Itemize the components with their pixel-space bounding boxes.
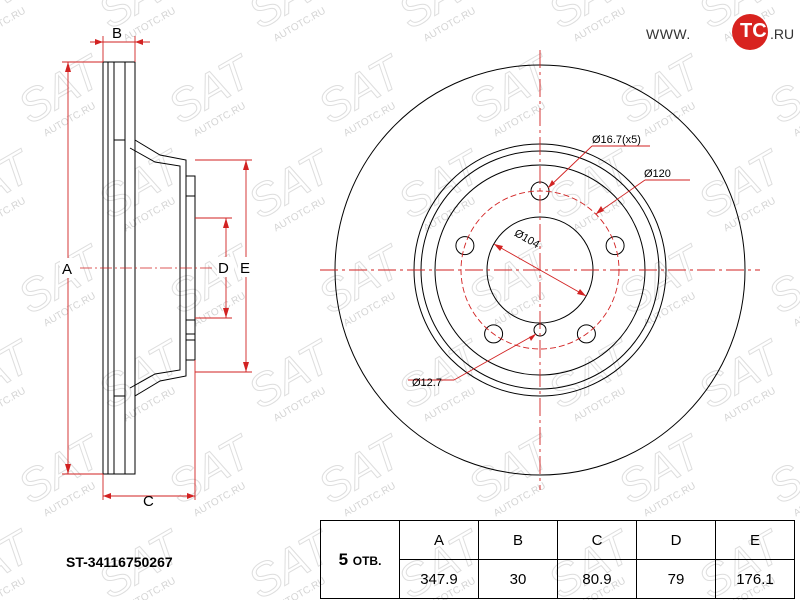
spec-header-d: D (636, 520, 716, 560)
dim-d-label: D (218, 260, 229, 277)
bore-dim-line (493, 243, 587, 297)
dim-d-arrow-bottom (223, 308, 229, 318)
pin-hole-leader (453, 333, 537, 381)
side-view (80, 61, 215, 475)
dim-d-arrow-top (223, 218, 229, 228)
dim-b-arrow-right (135, 39, 143, 45)
spec-header-e: E (715, 520, 795, 560)
dim-e-arrow-bottom (243, 362, 249, 372)
dim-a-label-bg (60, 258, 76, 278)
watermark-brand: SAT (759, 44, 800, 134)
dim-e-arrow-top (243, 160, 249, 170)
bolt-circle (460, 190, 620, 350)
side-stud (185, 319, 196, 335)
bolt-hole (605, 236, 625, 256)
side-dimension-arrows (65, 39, 249, 499)
dim-c-label: C (143, 493, 154, 510)
bolt-hole-leader (547, 145, 593, 189)
spec-header-a: A (399, 520, 479, 560)
bolt-circle-leader (595, 179, 646, 215)
bolt-hole (484, 324, 504, 344)
part-number: ST-34116750267 (66, 554, 173, 570)
spec-value-a: 347.9 (399, 559, 479, 599)
dim-b-arrow-left (95, 39, 103, 45)
front-dimension-arrows (494, 180, 604, 341)
bolt-hole (576, 324, 596, 344)
autotc-logo: WWW. TC .RU (628, 14, 798, 54)
bolt-hole-arrow (548, 180, 555, 188)
spec-header-c: C (557, 520, 637, 560)
logo-prefix: WWW. (646, 26, 691, 42)
pin-hole-label: Ø12.7 (412, 377, 442, 389)
dim-a-arrow-top (65, 62, 71, 72)
front-dimensions (320, 50, 760, 490)
dim-e-label-bg (238, 257, 255, 277)
holes-cell: 5 ОТВ. (320, 520, 400, 599)
dim-a-label: A (62, 261, 72, 278)
watermark-brand: SAT (759, 234, 800, 324)
spec-value-row: 347.9 30 80.9 79 176.1 (321, 559, 795, 599)
spec-table: 5 ОТВ. A B C D E 347.9 30 80.9 79 176.1 (320, 520, 795, 599)
spec-value-c: 80.9 (557, 559, 637, 599)
spec-header-b: B (478, 520, 558, 560)
spec-value-e: 176.1 (715, 559, 795, 599)
bolt-hole (455, 236, 475, 256)
dim-b-label: B (112, 25, 122, 42)
watermark-brand: SAT (759, 424, 800, 514)
bolt-circle-arrow (596, 206, 604, 214)
dim-e-label: E (240, 260, 250, 277)
spec-header-row: 5 ОТВ. A B C D E (320, 520, 795, 599)
bolt-hole-label: Ø16.7(x5) (592, 134, 641, 146)
logo-suffix: .RU (770, 26, 795, 42)
holes-count: 5 (338, 549, 349, 569)
dim-a-arrow-bottom (65, 464, 71, 474)
spec-value-d: 79 (636, 559, 716, 599)
dim-d-label-bg (217, 257, 234, 277)
bore-arrow-a (494, 244, 503, 251)
logo-mark: TC (740, 20, 767, 42)
bore-arrow-b (577, 289, 586, 296)
logo-circle (732, 14, 768, 50)
dim-c-arrow-left (103, 493, 111, 499)
spec-value-b: 30 (478, 559, 558, 599)
pin-hole-arrow (529, 334, 536, 341)
dim-c-arrow-right (187, 493, 195, 499)
holes-unit: ОТВ. (352, 553, 382, 568)
bolt-circle-label: Ø120 (644, 168, 671, 180)
